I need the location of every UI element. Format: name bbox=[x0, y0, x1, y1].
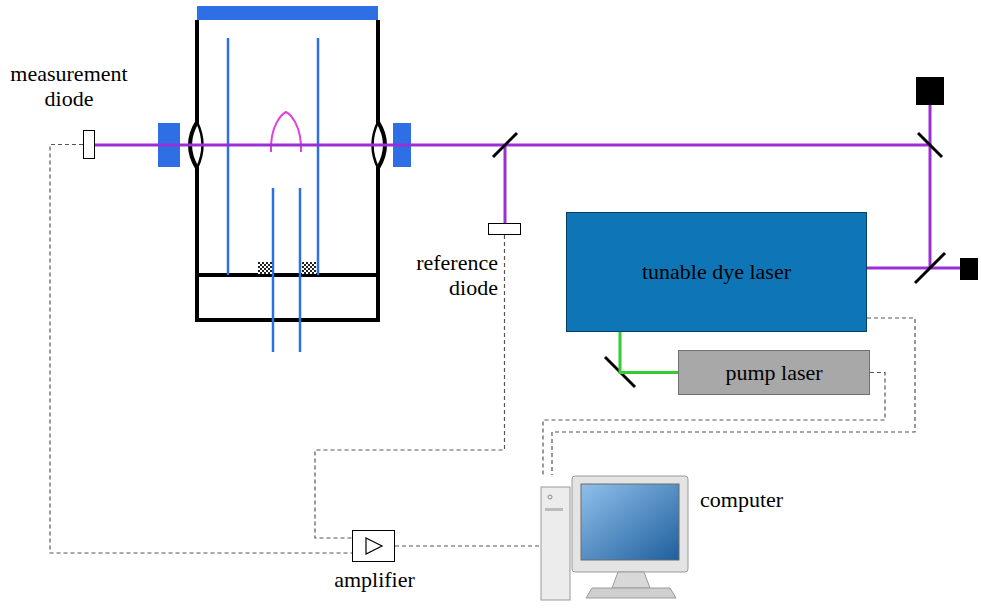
node-label: amplifier bbox=[323, 567, 426, 592]
seal bbox=[302, 262, 316, 274]
burner-tube bbox=[272, 188, 275, 352]
chamber-floor bbox=[197, 273, 378, 277]
box-label: tunable dye laser bbox=[642, 259, 791, 284]
laser-beam bbox=[867, 267, 960, 270]
monitor-screen bbox=[581, 484, 679, 560]
chimney-wall bbox=[227, 38, 230, 275]
amplifier-symbol bbox=[366, 538, 382, 554]
beam-dump bbox=[916, 77, 944, 105]
chamber-lid bbox=[197, 6, 378, 20]
beam-splitter bbox=[493, 133, 517, 157]
dye-laser-box: tunable dye laser bbox=[566, 212, 867, 332]
node-label: reference diode bbox=[386, 250, 498, 301]
chimney-wall bbox=[317, 38, 320, 275]
signal-wire bbox=[50, 145, 352, 554]
beam-dump bbox=[960, 258, 978, 280]
monitor bbox=[572, 476, 688, 572]
pump-beam bbox=[620, 332, 678, 373]
signal-wire bbox=[315, 235, 505, 538]
keyboard bbox=[586, 588, 676, 598]
pump-laser-box: pump laser bbox=[678, 350, 870, 395]
computer-tower bbox=[541, 487, 570, 600]
amplifier-box: amplifier bbox=[352, 530, 395, 562]
computer-icon: computer bbox=[540, 475, 690, 600]
monitor-stand bbox=[612, 572, 650, 588]
burner-tube bbox=[299, 188, 302, 352]
node-label: measurement diode bbox=[0, 61, 139, 112]
photodiode: measurement diode bbox=[83, 130, 95, 159]
reference-beam bbox=[504, 145, 507, 223]
chamber-wall bbox=[190, 20, 385, 320]
tower-drive bbox=[545, 508, 563, 511]
seal bbox=[258, 262, 272, 274]
laser-beam bbox=[95, 144, 930, 147]
box-label: pump laser bbox=[725, 360, 822, 385]
mirror bbox=[918, 133, 942, 157]
tower-button bbox=[548, 495, 552, 499]
node-label: computer bbox=[700, 487, 810, 512]
signal-wire bbox=[552, 318, 915, 475]
laser-beam bbox=[929, 104, 932, 268]
photodiode: reference diode bbox=[488, 223, 521, 235]
mirror bbox=[915, 253, 945, 283]
signal-wire bbox=[395, 545, 540, 546]
